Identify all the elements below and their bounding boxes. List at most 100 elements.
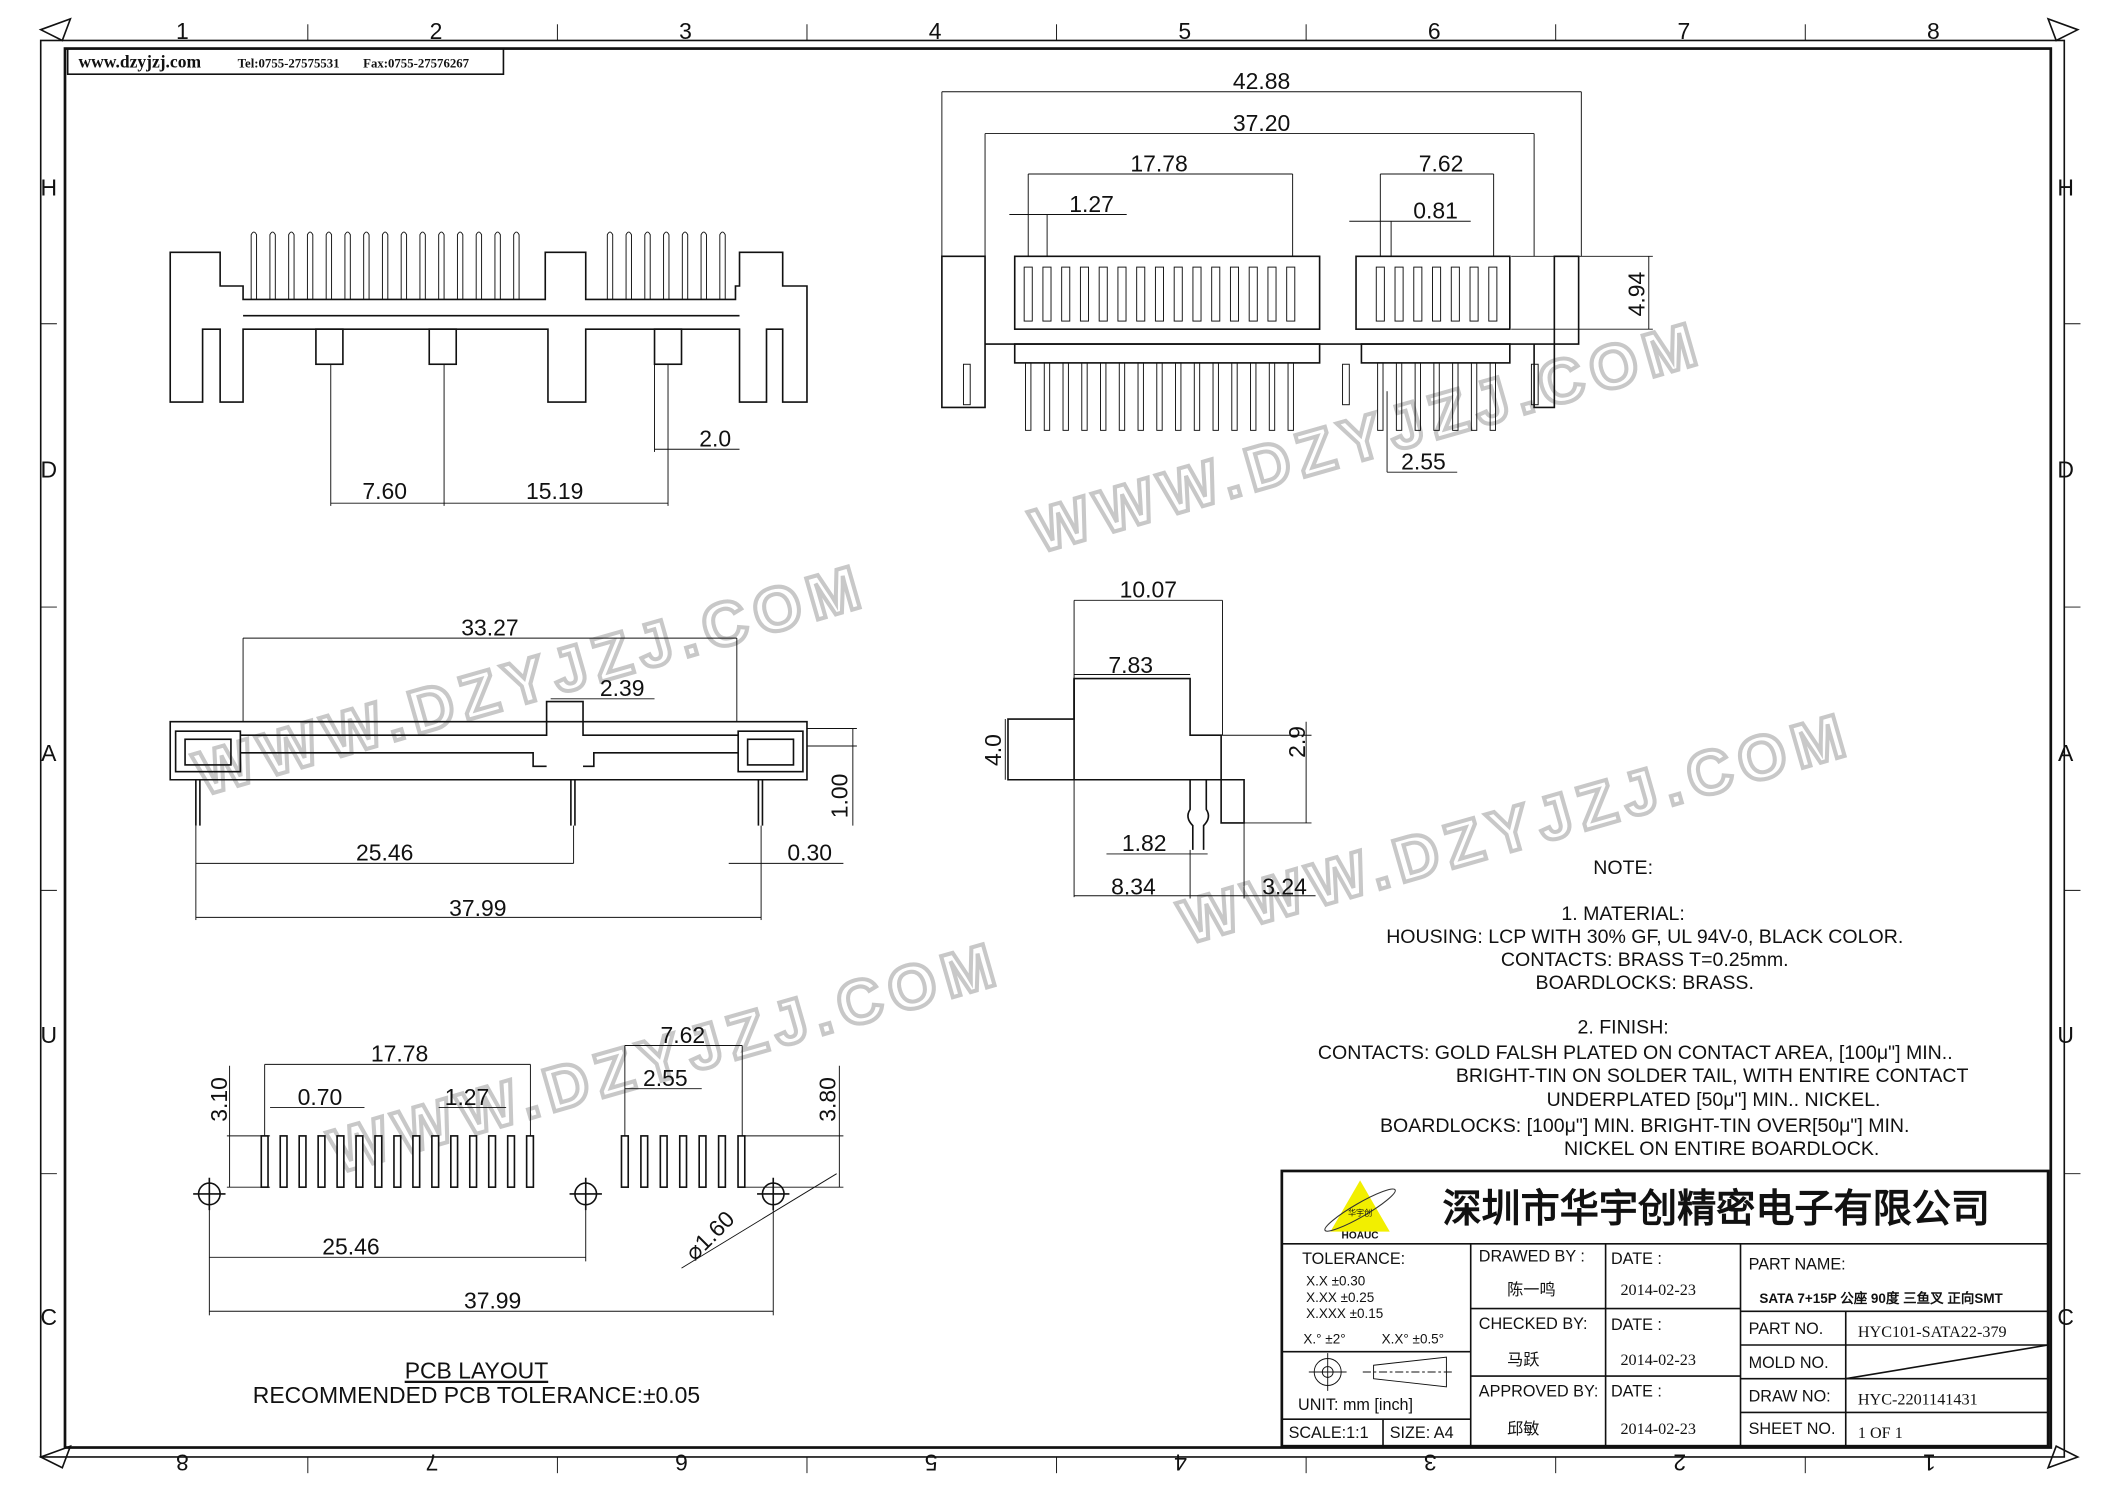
bottom-view: 33.27 2.39 25.46 0.30 37.99 1.00: [169, 614, 857, 921]
contact-slot: [1488, 266, 1498, 322]
logo-text: 华宇创: [1348, 1207, 1372, 1217]
column-number: 3: [679, 18, 692, 44]
dimension-label: 8.34: [1111, 873, 1156, 899]
angle-tolerance: X.° ±2°: [1303, 1332, 1345, 1347]
contact-pin: [1137, 362, 1144, 431]
dimension-label: 2.0: [699, 426, 731, 452]
pcb-layout: 17.78 7.62 3.10 0.70 1.27 2.55 3.80 25.4…: [193, 1022, 844, 1408]
draw-no: HYC-2201141431: [1858, 1391, 1978, 1408]
column-number: 2: [1673, 1449, 1686, 1475]
contact-header: www.dzyjzj.com Tel:0755-27575531 Fax:075…: [66, 47, 505, 76]
note-line: 2. FINISH:: [1578, 1016, 1669, 1038]
checked-by-label: CHECKED BY:: [1479, 1315, 1588, 1333]
dimension-label: 17.78: [371, 1041, 428, 1067]
dimension-label: 2.55: [1401, 448, 1446, 474]
tolerance-label: TOLERANCE:: [1302, 1250, 1405, 1268]
contact-slot: [1023, 266, 1033, 322]
contact-pin: [288, 231, 295, 300]
contact-slot: [1248, 266, 1258, 322]
notes: NOTE: 1. MATERIAL: HOUSING: LCP WITH 30%…: [1318, 857, 1969, 1160]
column-number: 7: [426, 1449, 439, 1475]
dimension-label: 3.24: [1262, 873, 1307, 899]
dimension-label: 42.88: [1233, 68, 1290, 94]
contact-pin: [513, 231, 520, 300]
contact-pin: [1452, 362, 1459, 431]
mold-no-label: MOLD NO.: [1749, 1354, 1829, 1372]
notes-title: NOTE:: [1593, 857, 1653, 879]
contact-pin: [644, 231, 651, 300]
contact-slot: [1042, 266, 1052, 322]
contact-pin: [475, 231, 483, 300]
contact-slot: [1413, 266, 1423, 322]
side-view: 10.07 7.83 4.0 2.9 1.82 8.34 3.24: [980, 577, 1316, 899]
dimension-label: 37.99: [464, 1288, 521, 1314]
pcb-tolerance-text: RECOMMENDED PCB TOLERANCE:±0.05: [253, 1382, 700, 1408]
company-name: 深圳市华宇创精密电子有限公司: [1442, 1187, 1990, 1231]
pcb-pad: [336, 1135, 345, 1188]
dimension-label: 0.30: [787, 840, 832, 866]
dimension-label: 2.9: [1284, 726, 1310, 758]
dimension-label: 37.20: [1233, 110, 1290, 136]
date-label: DATE :: [1611, 1316, 1662, 1334]
date-value: 2014-02-23: [1620, 1352, 1695, 1369]
watermark: WWW.DZYJZJ.COM: [1024, 308, 1712, 566]
contact-pin: [1156, 362, 1163, 431]
contact-pin: [494, 231, 501, 300]
column-number: 4: [1174, 1449, 1187, 1475]
pcb-pad: [506, 1135, 516, 1188]
contact-pin: [1395, 362, 1403, 431]
part-name: SATA 7+15P 公座 90度 三鱼叉 正向SMT: [1759, 1290, 2003, 1306]
contact-pin: [1100, 362, 1107, 431]
title-block: 华宇创 HOAUC 深圳市华宇创精密电子有限公司 TOLERANCE: X.X …: [1280, 1169, 2050, 1448]
dimension-label: 17.78: [1130, 150, 1187, 176]
row-letter: A: [41, 740, 57, 766]
dimension-label: ⌀1.60: [680, 1206, 740, 1266]
contact-pin: [719, 231, 726, 300]
dimension-label: 25.46: [356, 840, 413, 866]
contact-slot: [1079, 266, 1089, 322]
contact-pin: [700, 231, 707, 300]
boardlock: [962, 363, 971, 406]
dimension-label: 7.62: [661, 1022, 706, 1048]
front-view: 7.60 15.19 2.0: [169, 231, 808, 506]
contact-pin: [1081, 362, 1088, 431]
contact-slot: [1117, 266, 1127, 322]
dimension-label: 1.82: [1122, 830, 1167, 856]
pcb-pad: [620, 1135, 630, 1188]
website-link[interactable]: www.dzyjzj.com: [78, 51, 201, 71]
dimension-label: 0.81: [1413, 198, 1458, 224]
row-letter: D: [41, 457, 58, 483]
dimension-label: 2.55: [643, 1065, 688, 1091]
sheet-no-label: SHEET NO.: [1749, 1420, 1836, 1438]
column-number: 1: [176, 18, 189, 44]
contact-slot: [1450, 266, 1460, 322]
date-label: DATE :: [1611, 1382, 1662, 1400]
pcb-pad: [678, 1135, 688, 1188]
part-no: HYC101-SATA22-379: [1858, 1324, 2007, 1341]
contact-slot: [1286, 266, 1296, 322]
contact-slot: [1394, 266, 1404, 322]
contact-pin: [1175, 362, 1182, 431]
dimension-label: 3.80: [814, 1077, 840, 1122]
tolerance-value: X.X ±0.30: [1306, 1274, 1365, 1289]
contact-slot: [1211, 266, 1221, 322]
contact-pin: [1250, 362, 1257, 431]
column-number: 8: [176, 1449, 189, 1475]
pcb-pad: [640, 1135, 649, 1188]
top-view: 42.88 37.20 17.78 7.62 1.27 0.81 4.94 2.…: [941, 68, 1653, 474]
contact-pin: [1062, 362, 1069, 431]
contact-pin: [438, 231, 445, 300]
dimension-label: 4.0: [980, 734, 1006, 766]
date-value: 2014-02-23: [1620, 1421, 1695, 1438]
note-line: BOARDLOCKS: BRASS.: [1536, 972, 1754, 994]
dimension-label: 3.10: [206, 1077, 232, 1122]
watermark: WWW.DZYJZJ.COM: [1172, 700, 1860, 958]
contact-pin: [381, 231, 389, 300]
pcb-pad: [525, 1135, 535, 1188]
contact-pin: [1231, 362, 1238, 431]
note-line: BRIGHT-TIN ON SOLDER TAIL, WITH ENTIRE C…: [1456, 1065, 1969, 1087]
pcb-pad: [317, 1135, 326, 1188]
drawing-frame: 1 2 3 4 5 6 7 8 8 7 6 5 4 3 2 1 H D A U …: [38, 17, 2081, 1475]
contact-slot: [1173, 266, 1183, 322]
contact-pin: [681, 231, 689, 300]
